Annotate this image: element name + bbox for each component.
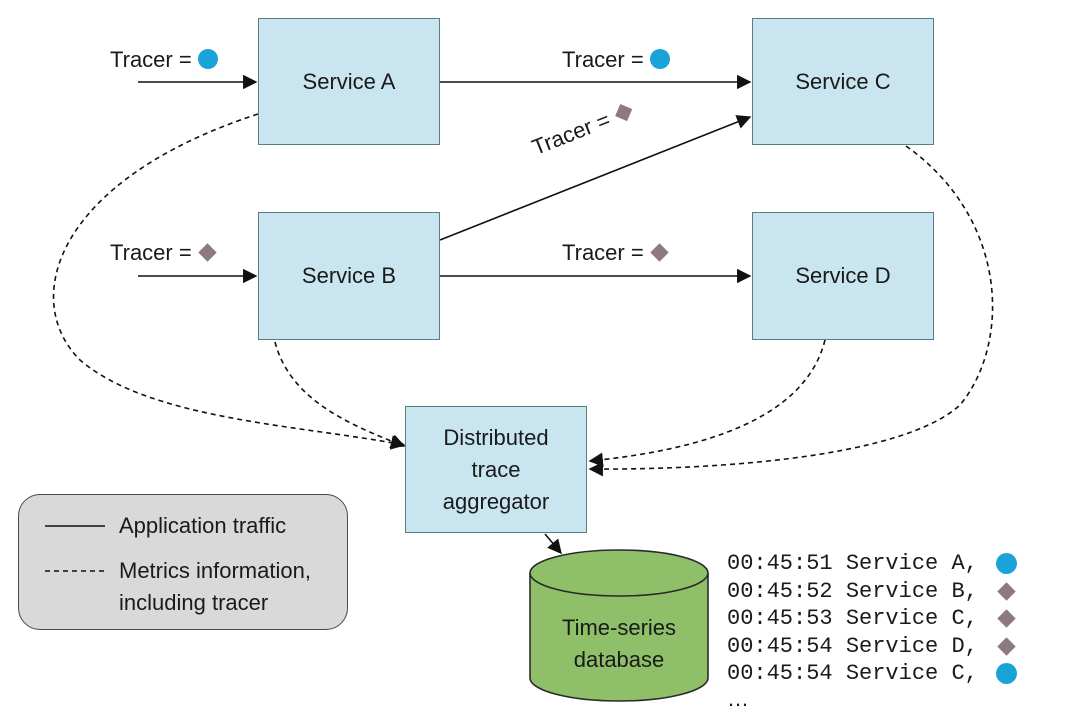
trace-log: 00:45:51 Service A,00:45:52 Service B,00… bbox=[727, 550, 1017, 688]
tracer-label-into-a: Tracer = bbox=[110, 47, 218, 73]
diamond-marker-icon bbox=[198, 243, 217, 262]
tracer-label-a-to-c: Tracer = bbox=[562, 47, 670, 73]
database-cylinder bbox=[529, 549, 709, 702]
log-service: Service D, bbox=[845, 633, 978, 659]
circle-marker-icon bbox=[995, 663, 1017, 685]
aggregator-line-2: trace bbox=[471, 456, 521, 482]
service-d-label: Service D bbox=[795, 263, 891, 288]
aggregator-line-1: Distributed bbox=[443, 424, 549, 450]
diamond-marker-icon bbox=[997, 582, 1016, 601]
dashed-d-to-aggregator bbox=[588, 339, 826, 467]
service-a-label: Service A bbox=[302, 68, 396, 94]
log-service: Service C, bbox=[845, 661, 978, 686]
arrow-b-to-c bbox=[439, 115, 752, 241]
log-service: Service A, bbox=[845, 551, 978, 576]
log-time: 00:45:51 bbox=[727, 551, 833, 576]
database-label: Time-series database bbox=[561, 615, 677, 672]
log-service: Service B, bbox=[845, 578, 978, 604]
legend-application-traffic: Application traffic bbox=[119, 513, 287, 538]
service-b-label: Service B bbox=[301, 263, 397, 288]
service-a-box: Service A bbox=[258, 18, 440, 145]
aggregator-line-3: aggregator bbox=[442, 488, 550, 514]
log-row-text: 00:45:52 Service B, bbox=[727, 578, 978, 606]
diamond-marker-icon bbox=[997, 609, 1016, 628]
service-c-label: Service C bbox=[795, 68, 891, 94]
legend-metrics-line-1: Metrics information, bbox=[119, 558, 311, 583]
log-time: 00:45:53 bbox=[727, 606, 833, 631]
tracer-label-into-b: Tracer = bbox=[110, 240, 217, 266]
log-row-text: 00:45:51 Service A, bbox=[727, 550, 978, 578]
diamond-marker-icon bbox=[650, 243, 669, 262]
circle-marker-icon bbox=[197, 49, 218, 69]
diamond-marker-icon bbox=[997, 637, 1016, 656]
dashed-a-to-aggregator bbox=[52, 113, 406, 450]
dashed-b-to-aggregator bbox=[274, 341, 406, 449]
log-row: 00:45:54 Service D, bbox=[727, 633, 1017, 661]
log-row-text: 00:45:54 Service C, bbox=[727, 660, 978, 688]
log-row: 00:45:54 Service C, bbox=[727, 660, 1017, 688]
legend-metrics-line-2: including tracer bbox=[119, 590, 269, 615]
legend: Application traffic Metrics information,… bbox=[18, 494, 348, 630]
log-time: 00:45:54 bbox=[727, 661, 833, 686]
service-b-box: Service B bbox=[258, 212, 440, 340]
log-ellipsis: … bbox=[727, 686, 749, 711]
log-time: 00:45:54 bbox=[727, 633, 833, 659]
arrow-aggregator-to-db bbox=[544, 533, 562, 555]
log-service: Service C, bbox=[845, 606, 978, 631]
service-c-box: Service C bbox=[752, 18, 934, 145]
log-row: 00:45:53 Service C, bbox=[727, 605, 1017, 633]
dashed-c-to-aggregator bbox=[588, 145, 994, 477]
log-row: 00:45:51 Service A, bbox=[727, 550, 1017, 578]
service-d-box: Service D bbox=[752, 212, 934, 340]
diamond-marker-icon bbox=[614, 104, 632, 122]
tracer-label-b-to-d: Tracer = bbox=[562, 240, 669, 266]
circle-marker-icon bbox=[995, 553, 1017, 575]
log-row-text: 00:45:53 Service C, bbox=[727, 605, 978, 633]
circle-marker-icon bbox=[649, 49, 670, 69]
log-row-text: 00:45:54 Service D, bbox=[727, 633, 978, 661]
log-row: 00:45:52 Service B, bbox=[727, 578, 1017, 606]
log-time: 00:45:52 bbox=[727, 578, 833, 604]
trace-aggregator-box: Distributed trace aggregator bbox=[405, 406, 587, 533]
